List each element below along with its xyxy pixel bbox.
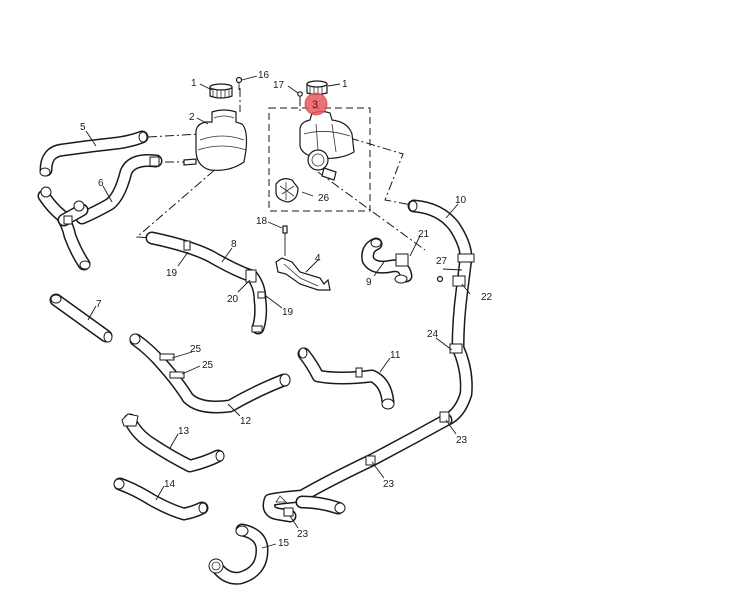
hose-7[interactable] <box>49 293 113 343</box>
hose-15[interactable] <box>208 523 269 585</box>
bolt-16[interactable] <box>235 76 243 91</box>
callout-23-middle[interactable]: 23 <box>383 479 395 490</box>
callout-16[interactable]: 16 <box>258 70 270 81</box>
hose-10[interactable] <box>407 199 475 427</box>
expansion-tank-3[interactable] <box>299 110 355 181</box>
callout-19-left[interactable]: 19 <box>166 268 178 279</box>
callout-19-right[interactable]: 19 <box>282 307 294 318</box>
ring-27[interactable] <box>436 275 444 283</box>
callout-14[interactable]: 14 <box>164 479 176 490</box>
bracket-4[interactable] <box>275 257 331 291</box>
callout-25-bottom[interactable]: 25 <box>202 360 214 371</box>
callout-9[interactable]: 9 <box>366 277 372 288</box>
callout-23-bottom[interactable]: 23 <box>297 529 309 540</box>
hose-23-long[interactable] <box>262 411 453 523</box>
filler-cap-1-right[interactable] <box>306 80 328 96</box>
hose-13[interactable] <box>121 413 225 473</box>
hose-5[interactable] <box>39 130 149 177</box>
callout-21[interactable]: 21 <box>418 229 430 240</box>
callout-5[interactable]: 5 <box>80 122 86 133</box>
hose-11[interactable] <box>297 347 395 410</box>
callout-6[interactable]: 6 <box>98 178 104 189</box>
callout-18[interactable]: 18 <box>256 216 268 227</box>
bolt-18[interactable] <box>282 225 288 256</box>
expansion-tank-2[interactable] <box>183 109 248 171</box>
callout-15[interactable]: 15 <box>278 538 290 549</box>
callout-3[interactable]: 3 <box>312 99 318 111</box>
callout-25-top[interactable]: 25 <box>190 344 202 355</box>
highlight-marker-3[interactable] <box>304 92 328 116</box>
callout-13[interactable]: 13 <box>178 426 190 437</box>
callout-17[interactable]: 17 <box>273 80 285 91</box>
hose-14[interactable] <box>113 477 209 521</box>
callout-10[interactable]: 10 <box>455 195 467 206</box>
callout-4[interactable]: 4 <box>315 253 321 264</box>
callout-27[interactable]: 27 <box>436 256 448 267</box>
callout-23-top[interactable]: 23 <box>456 435 468 446</box>
callout-labels: 1 1 2 3 4 5 6 7 8 9 10 11 12 13 14 15 16… <box>80 70 493 549</box>
callout-2[interactable]: 2 <box>189 112 195 123</box>
callout-12[interactable]: 12 <box>240 416 252 427</box>
callout-11[interactable]: 11 <box>390 350 401 361</box>
hose-6[interactable] <box>37 154 163 271</box>
callout-24[interactable]: 24 <box>427 329 439 340</box>
leader-lines <box>85 75 471 549</box>
callout-26[interactable]: 26 <box>318 193 330 204</box>
hose-9[interactable] <box>361 237 413 284</box>
filler-cap-1-left[interactable] <box>209 83 233 99</box>
callout-1-right[interactable]: 1 <box>342 79 348 90</box>
pump-26[interactable] <box>275 178 299 203</box>
callout-22[interactable]: 22 <box>481 292 493 303</box>
connection-lines <box>135 88 426 251</box>
callout-8[interactable]: 8 <box>231 239 237 250</box>
callout-7[interactable]: 7 <box>96 299 102 310</box>
callout-1-left[interactable]: 1 <box>191 78 197 89</box>
bolt-17[interactable] <box>297 91 303 97</box>
hose-8[interactable] <box>145 231 268 335</box>
callout-20[interactable]: 20 <box>227 294 239 305</box>
hose-12[interactable] <box>129 333 291 414</box>
